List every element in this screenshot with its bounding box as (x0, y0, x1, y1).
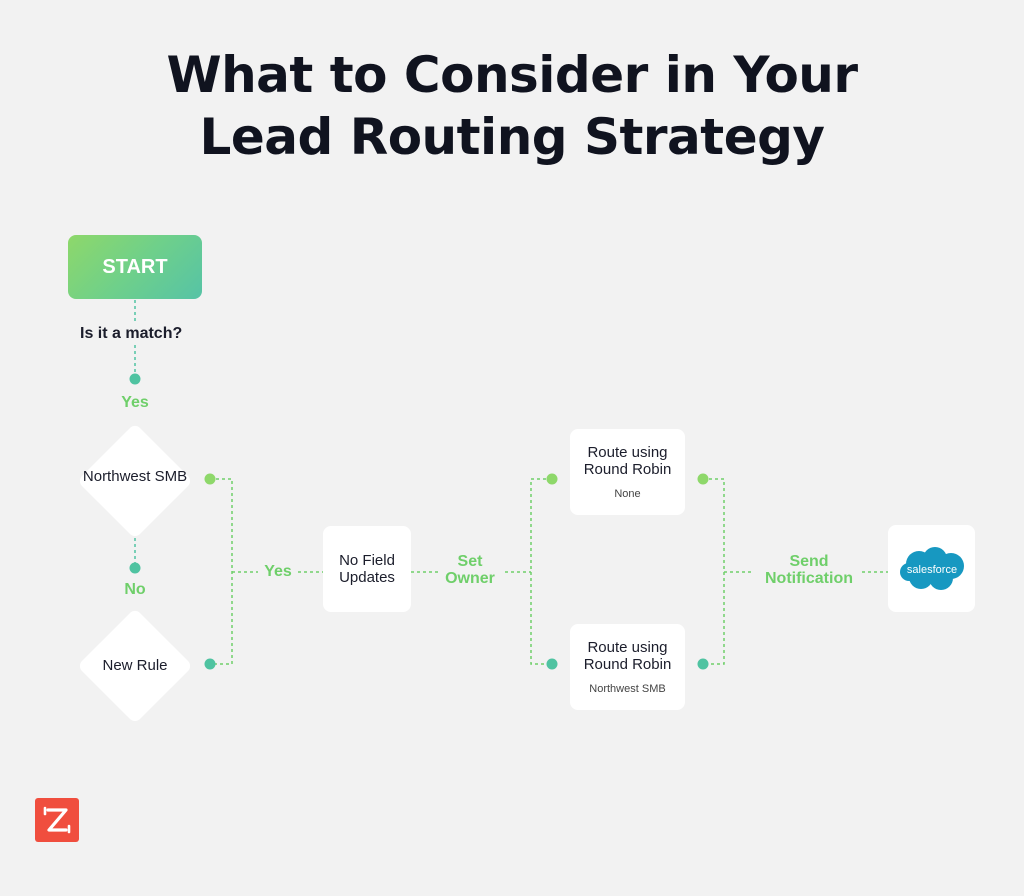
rule-northwest-label: Northwest SMB (82, 468, 188, 485)
dot-question (129, 373, 141, 385)
dot-route-bottom-in (546, 658, 558, 670)
yes-label-top: Yes (121, 394, 149, 411)
dot-newrule-out (204, 658, 216, 670)
z-logo-icon (35, 798, 79, 842)
dot-northwest-out (204, 473, 216, 485)
connector-route-bracket-right (703, 478, 725, 665)
salesforce-node: salesforce (888, 525, 975, 612)
route-bottom-subtitle: Northwest SMB (589, 683, 666, 695)
route-top-title: Route using Round Robin (583, 444, 672, 478)
yes-label-mid: Yes (264, 563, 292, 580)
question-label: Is it a match? (80, 325, 183, 342)
dot-route-bottom-out (697, 658, 709, 670)
dot-route-top-out (697, 473, 709, 485)
route-node-bottom: Route using Round Robin Northwest SMB (570, 624, 685, 710)
salesforce-logo-text: salesforce (906, 564, 956, 576)
set-owner-label: Set Owner (445, 553, 495, 587)
no-label: No (124, 581, 146, 598)
route-bottom-title: Route using Round Robin (583, 639, 672, 673)
rule-new-label: New Rule (102, 657, 168, 674)
no-field-updates-label: No Field Updates (339, 552, 395, 586)
page-title: What to Consider in Your Lead Routing St… (0, 44, 1024, 168)
start-node: START (68, 235, 202, 299)
send-notification-label: Send Notification (765, 553, 853, 587)
no-field-updates-node: No Field Updates (323, 526, 411, 612)
connector-route-bracket-left (530, 478, 552, 665)
dot-diamond-no (129, 562, 141, 574)
title-line-1: What to Consider in Your (166, 46, 858, 104)
salesforce-cloud-icon: salesforce (899, 546, 964, 590)
route-top-subtitle: None (614, 488, 641, 500)
connector-rules-bracket (210, 478, 233, 665)
route-node-top: Route using Round Robin None (570, 429, 685, 515)
dot-route-top-in (546, 473, 558, 485)
title-line-2: Lead Routing Strategy (199, 108, 826, 166)
